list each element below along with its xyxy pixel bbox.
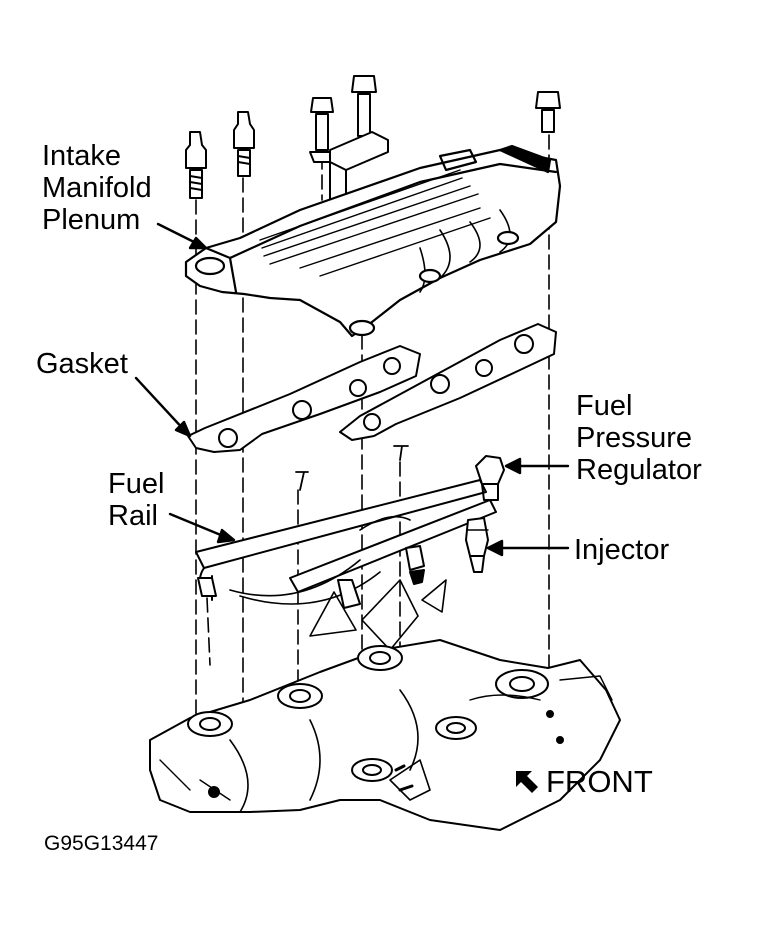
cutout-marks xyxy=(309,579,447,651)
gasket-right xyxy=(339,323,557,441)
intake-label-line3: Plenum xyxy=(42,204,141,236)
fuel-rail-label-line2: Rail xyxy=(108,500,158,532)
gasket-label: Gasket xyxy=(36,348,128,380)
fuel-rail-label: Fuel Rail xyxy=(108,468,164,532)
injector-label: Injector xyxy=(574,534,670,566)
intake-label-line2: Manifold xyxy=(42,172,152,204)
intake-manifold-plenum xyxy=(184,144,562,338)
arrow-up-left-icon xyxy=(516,771,538,793)
intake-label-line1: Intake xyxy=(42,140,121,172)
leader-arrows xyxy=(134,222,570,557)
fuel-rail xyxy=(195,445,497,609)
lower-intake-manifold xyxy=(149,639,621,831)
front-label: FRONT xyxy=(546,764,653,799)
regulator-label-line2: Pressure xyxy=(576,422,693,454)
regulator-label-line3: Regulator xyxy=(576,454,702,486)
fuel-pressure-regulator-label: Fuel Pressure Regulator xyxy=(576,390,702,486)
intake-manifold-plenum-label: Intake Manifold Plenum xyxy=(42,140,152,236)
figure-code: G95G13447 xyxy=(44,832,159,855)
injector-part xyxy=(465,517,489,573)
front-indicator: FRONT xyxy=(514,764,653,800)
regulator-label-line1: Fuel xyxy=(576,390,633,422)
fuel-pressure-regulator xyxy=(475,455,505,501)
fuel-rail-label-line1: Fuel xyxy=(108,468,165,500)
gasket-left xyxy=(187,345,421,453)
